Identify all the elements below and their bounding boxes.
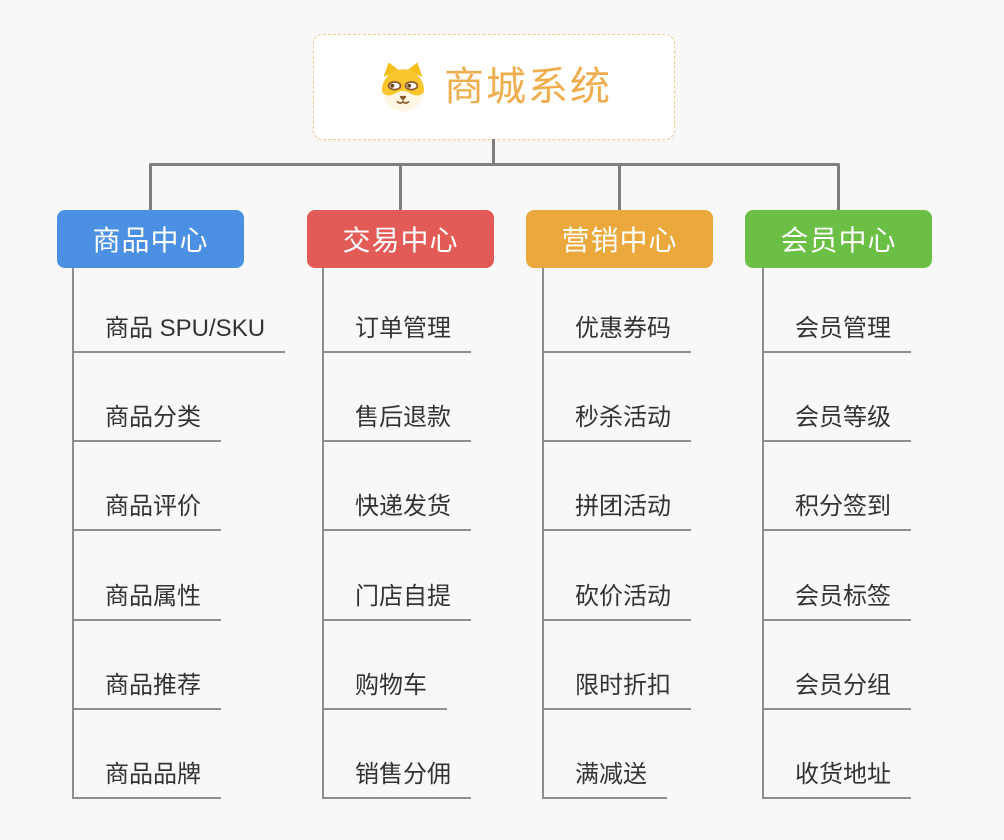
leaf-node[interactable]: 门店自提: [322, 582, 471, 621]
leaf-node[interactable]: 会员分组: [762, 671, 911, 710]
connector-root-stem: [492, 139, 495, 165]
connector-drop-1: [149, 165, 152, 211]
leaf-node[interactable]: 商品品牌: [72, 760, 221, 799]
leaf-node[interactable]: 销售分佣: [322, 760, 471, 799]
category-node-marketing[interactable]: 营销中心: [526, 210, 713, 268]
leaf-node[interactable]: 会员等级: [762, 403, 911, 443]
category-node-products[interactable]: 商品中心: [57, 210, 244, 268]
leaf-node[interactable]: 订单管理: [322, 314, 471, 353]
shiba-dog-icon: [381, 62, 425, 112]
connector-drop-3: [618, 165, 621, 211]
leaf-node[interactable]: 商品属性: [72, 582, 221, 621]
leaf-node[interactable]: 砍价活动: [542, 582, 691, 621]
leaf-node[interactable]: 售后退款: [322, 403, 471, 443]
category-node-trade[interactable]: 交易中心: [307, 210, 494, 268]
leaf-node[interactable]: 拼团活动: [542, 492, 691, 532]
leaf-node[interactable]: 秒杀活动: [542, 403, 691, 443]
leaf-node[interactable]: 商品分类: [72, 403, 221, 443]
leaf-node[interactable]: 收货地址: [762, 760, 911, 799]
leaf-node[interactable]: 优惠券码: [542, 314, 691, 353]
leaf-node[interactable]: 快递发货: [322, 492, 471, 532]
leaf-node[interactable]: 积分签到: [762, 492, 911, 532]
leaf-node[interactable]: 商品 SPU/SKU: [72, 314, 286, 353]
leaf-node[interactable]: 会员管理: [762, 314, 911, 353]
leaf-node[interactable]: 满减送: [542, 760, 667, 799]
root-node[interactable]: 商城系统: [313, 34, 675, 140]
leaf-node[interactable]: 商品推荐: [72, 671, 221, 710]
connector-horizontal: [149, 163, 840, 166]
connector-drop-2: [399, 165, 402, 211]
category-node-members[interactable]: 会员中心: [745, 210, 932, 268]
leaf-node[interactable]: 购物车: [322, 671, 447, 710]
root-title: 商城系统: [444, 65, 612, 109]
leaf-node[interactable]: 限时折扣: [542, 671, 691, 710]
leaf-node[interactable]: 会员标签: [762, 582, 911, 621]
leaf-node[interactable]: 商品评价: [72, 492, 221, 532]
connector-drop-4: [837, 165, 840, 211]
